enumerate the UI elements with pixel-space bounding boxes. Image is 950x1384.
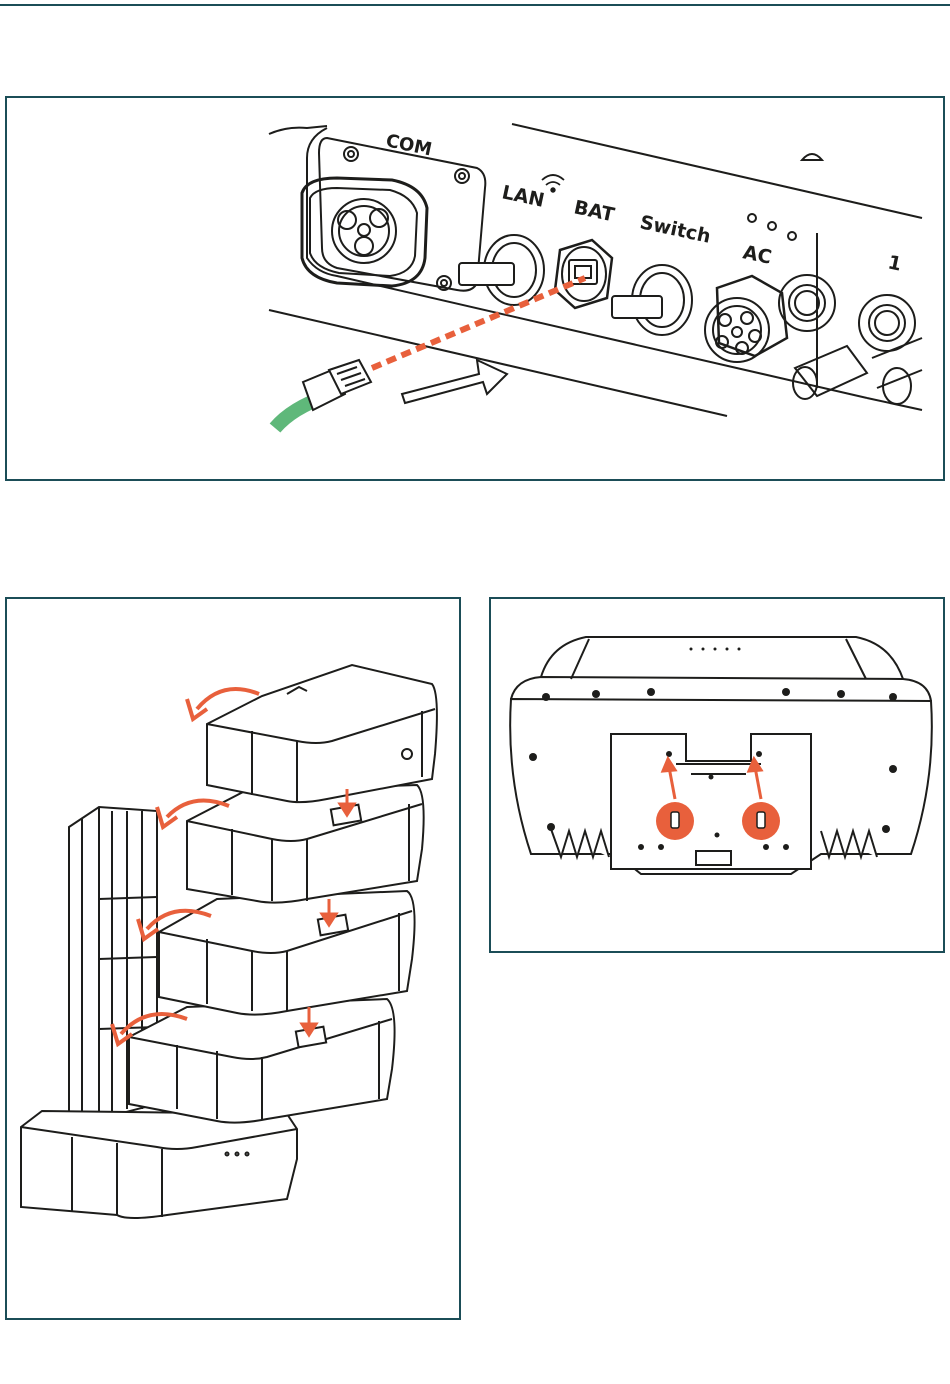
rj45-plug-icon [303, 360, 371, 410]
rear-mounting-illustration [491, 599, 943, 951]
panel-mounting-screws [489, 597, 945, 953]
battery-module-top [207, 665, 437, 802]
port-label-com: COM [384, 130, 434, 160]
battery-module-2 [159, 891, 415, 1015]
arrow-icon [402, 360, 507, 403]
panel-battery-connection: COM LAN BAT Switch AC 1 [5, 96, 945, 481]
battery-module-base [21, 1111, 297, 1218]
port-label-ac: AC [741, 241, 774, 268]
port-label-bat: BAT [572, 196, 616, 226]
battery-stack-illustration [7, 599, 459, 1318]
port-label-switch: Switch [638, 211, 713, 247]
battery-module-3 [129, 999, 395, 1123]
port-label-lan: LAN [500, 181, 546, 211]
port-label-1: 1 [886, 251, 904, 275]
inverter-port-illustration: COM LAN BAT Switch AC 1 [7, 98, 943, 479]
panel-battery-stacking [5, 597, 461, 1320]
top-rule [0, 4, 950, 6]
